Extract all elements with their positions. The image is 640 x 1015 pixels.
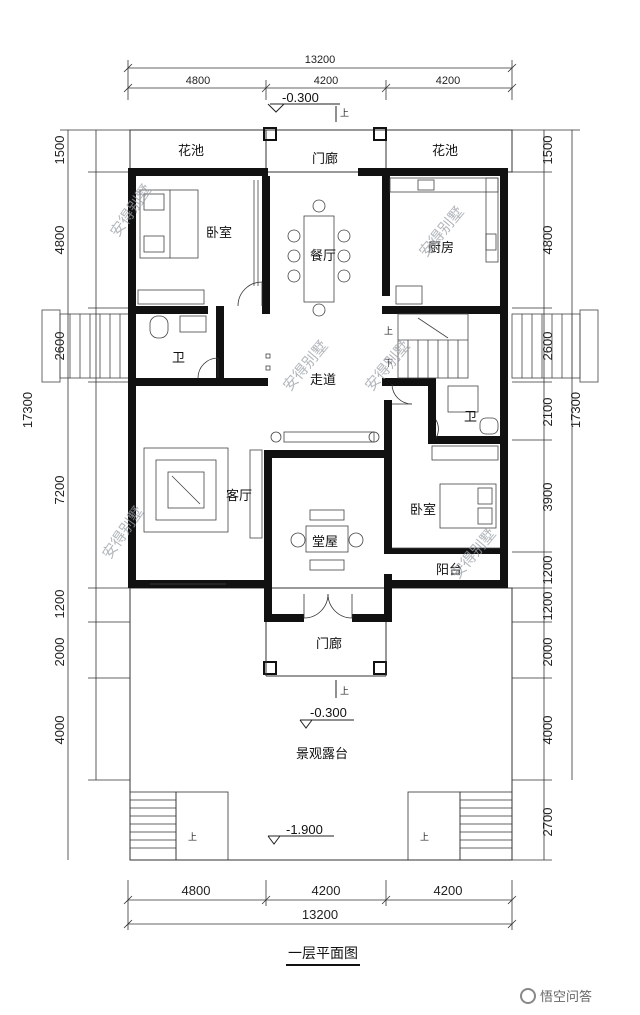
bottom-seg-2: 4200: [312, 883, 341, 898]
right-stair-up: 上: [420, 832, 429, 843]
inner-up-mark: 上: [384, 326, 393, 337]
right-total: 17300: [568, 392, 583, 428]
bottom-porch-outline: [265, 622, 387, 677]
brand-name: 悟空问答: [540, 990, 593, 1005]
entry-doors: [303, 593, 353, 619]
brand-logo-icon: [520, 987, 536, 1004]
top-total-dim: 13200: [305, 54, 336, 66]
right-seg-4: 2100: [540, 398, 555, 427]
right-seg-10: 2700: [540, 808, 555, 837]
brand-badge: 悟空问答: [520, 986, 592, 1005]
wc-right-label: 卫: [464, 410, 477, 425]
inner-down-mark: 下: [384, 359, 393, 369]
bottom-elevation: -1.900: [286, 822, 323, 837]
porch-up-mark: 上: [340, 686, 349, 697]
top-seg-1: 4800: [186, 75, 210, 87]
top-up-mark: 上: [340, 108, 349, 119]
left-stair-up: 上: [188, 832, 197, 843]
bedroom-nw-label: 卧室: [206, 225, 232, 241]
left-total: 17300: [20, 392, 35, 428]
flower-bed-right-label: 花池: [432, 143, 458, 159]
balcony-label: 阳台: [436, 563, 462, 578]
bedroom-se-label: 卧室: [410, 502, 436, 518]
left-seg-3: 2600: [52, 332, 67, 361]
terrace-stairs: [129, 791, 513, 861]
bottom-dimension-lines: [123, 880, 517, 930]
plan-title: 一层平面图: [286, 943, 360, 966]
right-seg-5: 3900: [540, 483, 555, 512]
left-seg-4: 7200: [52, 476, 67, 505]
furniture: [137, 177, 500, 585]
living-label: 客厅: [226, 488, 252, 504]
bottom-total-dim: 13200: [302, 907, 338, 922]
dining-label: 餐厅: [310, 248, 336, 264]
right-seg-8: 2000: [540, 638, 555, 667]
top-dimension-lines: [123, 60, 517, 100]
top-elevation: -0.300: [282, 90, 319, 105]
wc-left-label: 卫: [172, 351, 185, 366]
bottom-seg-3: 4200: [434, 883, 463, 898]
top-seg-3: 4200: [436, 75, 460, 87]
middle-elevation: -0.300: [310, 705, 347, 720]
door-swings: [197, 281, 439, 439]
right-seg-1: 1500: [540, 136, 555, 165]
porch-columns: [263, 127, 387, 675]
left-seg-6: 2000: [52, 638, 67, 667]
kitchen-label: 厨房: [428, 240, 454, 256]
left-seg-5: 1200: [52, 590, 67, 619]
left-dimension-lines: [60, 129, 130, 860]
walls: [128, 168, 508, 622]
hall-label: 堂屋: [312, 535, 338, 550]
watermark-5: 安得别墅: [99, 503, 148, 562]
right-seg-7: 1200: [540, 592, 555, 621]
left-seg-7: 4000: [52, 716, 67, 745]
right-seg-6: 1200: [540, 556, 555, 585]
porch-top-label: 门廊: [312, 151, 338, 167]
top-seg-2: 4200: [314, 75, 338, 87]
right-seg-3: 2600: [540, 332, 555, 361]
corridor-label: 走道: [310, 373, 336, 388]
left-seg-2: 4800: [52, 226, 67, 255]
right-dimension-lines: [512, 129, 580, 861]
middle-elevation-marker: [267, 719, 354, 845]
right-seg-9: 4000: [540, 716, 555, 745]
bottom-seg-1: 4800: [182, 883, 211, 898]
terrace-label: 景观露台: [296, 747, 348, 762]
porch-bottom-label: 门廊: [316, 636, 342, 652]
left-seg-1: 1500: [52, 136, 67, 165]
outer-outline: [129, 129, 513, 861]
right-seg-2: 4800: [540, 226, 555, 255]
flower-bed-left-label: 花池: [178, 143, 204, 159]
top-elevation-marker: [267, 103, 340, 122]
